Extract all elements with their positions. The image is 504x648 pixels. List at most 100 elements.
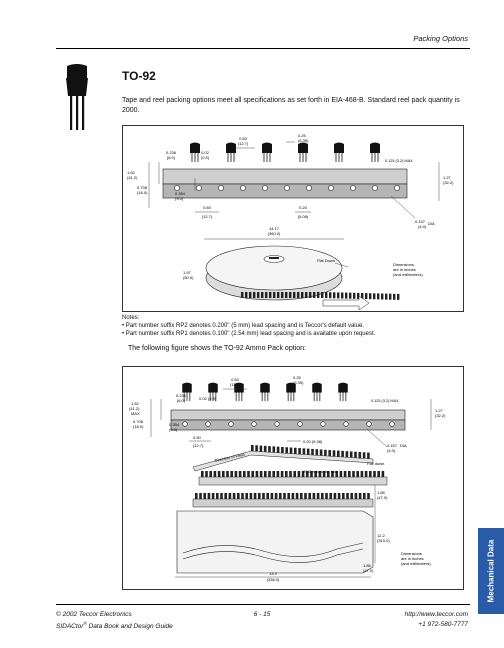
sprocket-hole (182, 421, 188, 427)
ammo-dim-box-depth: 1.85 (363, 563, 372, 568)
fold-device (346, 493, 349, 499)
fold-device (350, 493, 353, 499)
fold-device (279, 493, 282, 499)
reel-device (257, 292, 260, 298)
sprocket-holes (174, 185, 400, 191)
fold-device (318, 471, 322, 477)
tape-reel-drawing: 0.50 (12.7) 0.25 (6.35) 0.236 (6.0) 0.02… (127, 133, 454, 311)
sprocket-hole (174, 185, 180, 191)
fold-device (224, 493, 227, 499)
footer-phone: +1 972-580-7777 (418, 621, 468, 628)
reel-device (301, 292, 304, 298)
ammo-pack-figure: 0.50 (12.7) 0.25 (6.35) 0.236 (6.0) 0.02… (122, 366, 464, 590)
sprocket-hole (366, 421, 372, 427)
sprocket-hole (262, 185, 268, 191)
fold-device (343, 471, 347, 477)
fold-device (232, 493, 236, 499)
fold-device (291, 493, 295, 499)
ammo-dim-overall-height: 1.62 (131, 401, 140, 406)
dim-pitch: 0.50 (239, 136, 248, 141)
fold-tape-middle (198, 476, 388, 486)
direction-of-feed-label: Direction of Feed (214, 452, 245, 463)
ammo-dim-hole-pitch: 0.50 (193, 435, 202, 440)
fold-device (293, 471, 296, 477)
fold-device (297, 471, 301, 477)
flat-down-label: Flat Down (317, 258, 335, 263)
ammo-dim-lead-bend-max: 0.125 (3.2) MAX (371, 399, 399, 403)
ammo-dim-pitch-mm: (12.7) (230, 382, 241, 387)
fold-device (304, 493, 307, 499)
fold-device (306, 448, 310, 455)
fold-device (238, 471, 242, 477)
note-text: Part number suffix RP1 denotes 0.100" (2… (125, 331, 376, 337)
reel-device (361, 293, 364, 299)
ammo-dimensions-note-1: Dimensions (401, 551, 422, 556)
sprocket-hole (228, 421, 234, 427)
sprocket-hole (284, 185, 290, 191)
reel-device (313, 292, 316, 298)
fold-device (213, 471, 217, 477)
fold-device (209, 471, 212, 477)
tape-devices (190, 142, 380, 162)
fold-device (216, 493, 219, 499)
footer-copyright: © 2002 Teccor Electronics (56, 611, 132, 618)
taped-device (286, 382, 296, 402)
dim-hole-height-mm: (18.0) (137, 190, 148, 195)
ammo-dim-hole-position: 0.354 (169, 422, 180, 427)
ammo-dim-overall-height-mm: (41.2) (129, 406, 140, 411)
registered-mark: ® (83, 621, 87, 626)
reel-device (285, 292, 288, 298)
tape-reel-figure: 0.50 (12.7) 0.25 (6.35) 0.236 (6.0) 0.02… (122, 125, 464, 312)
fold-device (220, 493, 223, 499)
fold-device (345, 451, 349, 458)
fold-device (268, 446, 271, 453)
sprocket-hole (196, 185, 202, 191)
ammo-dim-hole-dia-label: DIA (400, 443, 407, 448)
fold-device (314, 471, 317, 477)
flat-down-label: Flat down (367, 461, 384, 466)
ammo-sprocket-holes (182, 421, 395, 427)
fold-device (228, 493, 232, 499)
reel-device (341, 292, 344, 299)
dim-overall-height: 1.62 (127, 170, 136, 175)
fold-device (249, 493, 253, 499)
ammo-dim-fold-height: 1.85 (377, 490, 386, 495)
dim-lead-offset: 0.25 (298, 133, 307, 138)
taped-device (338, 382, 348, 402)
taped-device (260, 382, 270, 402)
taped-device (312, 382, 322, 402)
fold-device (369, 471, 372, 477)
notes-block: Notes: • Part number suffix RP2 denotes … (122, 314, 472, 338)
reel-device (373, 293, 376, 300)
fold-device (251, 445, 254, 451)
dim-pitch-mm: (12.7) (238, 141, 249, 146)
fold-device (247, 471, 250, 477)
fold-device (335, 471, 338, 477)
sprocket-hole (389, 421, 395, 427)
fold-device (205, 471, 208, 477)
ammo-dimensions-note-3: (and millimeters). (401, 561, 432, 566)
fold-device (362, 452, 366, 459)
fold-device (262, 493, 265, 499)
fold-device (301, 471, 305, 477)
footer-url[interactable]: http://www.teccor.com (404, 611, 468, 618)
fold-device (230, 471, 233, 477)
reel-device (277, 292, 280, 298)
sprocket-hole (320, 421, 326, 427)
reel-device (369, 293, 372, 300)
fold-device (211, 493, 215, 499)
reel-device (245, 292, 248, 298)
ammo-pack-intro: The following figure shows the TO-92 Amm… (128, 345, 306, 352)
book-name: SIDACtor (56, 623, 84, 631)
book-subtitle: Data Book and Design Guide (86, 623, 173, 631)
fold-device (272, 471, 275, 477)
ammo-dim-fold-height-mm: (47.0) (377, 495, 388, 500)
reel-tape-devices (241, 292, 400, 300)
fold-device (280, 471, 284, 477)
fold-device (255, 471, 259, 477)
dim-hole-position: 0.354 (175, 191, 186, 196)
fold-device (285, 447, 288, 454)
feed-arrow (322, 295, 370, 311)
devices-per-fold-label: 25 Devices per fold (303, 469, 337, 474)
sprocket-hole (328, 185, 334, 191)
